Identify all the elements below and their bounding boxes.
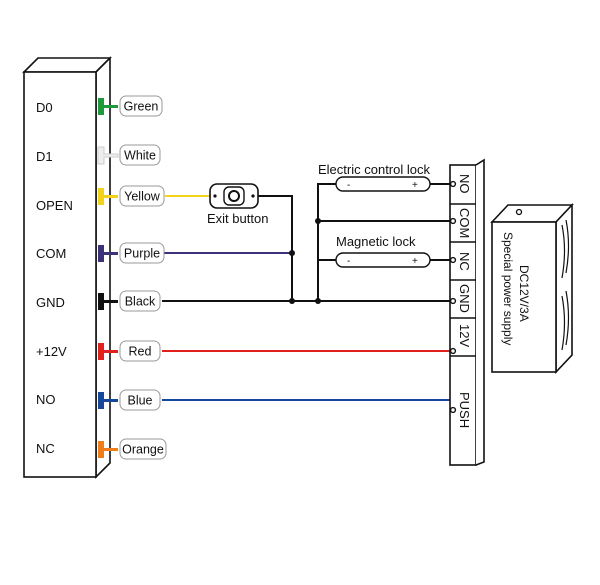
power-supply-rating: DC12V/3A [517, 265, 531, 322]
psu-terminal-nc: NC [457, 252, 472, 271]
exit-button [209, 183, 259, 209]
connector-purple [98, 245, 118, 262]
psu-terminal-no: NO [457, 174, 472, 194]
electric-lock-plus: + [412, 180, 418, 191]
magnetic-lock-label: Magnetic lock [336, 234, 416, 249]
wire-label-black: Black [119, 290, 161, 312]
lock-minus-wire [317, 259, 336, 301]
wire-label-text-purple: Purple [124, 247, 160, 261]
terminal-label-d0: D0 [36, 100, 53, 115]
wire-label-text-black: Black [125, 295, 156, 309]
wire-label-text-green: Green [124, 100, 159, 114]
connector-red [98, 343, 118, 360]
terminal-label-no: NO [36, 392, 56, 407]
connector-blue [98, 392, 118, 409]
magnetic-lock [335, 252, 431, 268]
terminal-label-nc: NC [36, 441, 55, 456]
terminal-block [449, 158, 485, 466]
exit-button-label: Exit button [207, 211, 268, 226]
terminal-label-open: OPEN [36, 198, 73, 213]
wire-label-yellow: Yellow [119, 185, 165, 207]
com-junction [315, 218, 321, 224]
magnetic-lock-minus: - [347, 256, 350, 267]
terminal-label-12v: +12V [36, 344, 67, 359]
electric-lock-label: Electric control lock [318, 162, 430, 177]
wire-label-text-yellow: Yellow [124, 190, 161, 204]
terminal-label-gnd: GND [36, 295, 65, 310]
wire-label-text-blue: Blue [127, 394, 152, 408]
psu-terminal-gnd: GND [457, 284, 472, 313]
power-supply-name: Special power supply [501, 232, 515, 345]
terminal-label-com: COM [36, 246, 66, 261]
wire-label-text-orange: Orange [122, 443, 164, 457]
connector-white [97, 146, 119, 165]
wire-label-green: Green [119, 95, 163, 117]
exit-button-wire [258, 195, 293, 301]
terminal-screws [449, 180, 457, 414]
wire-label-orange: Orange [119, 438, 167, 460]
wire-label-text-red: Red [129, 345, 152, 359]
psu-terminal-push: PUSH [457, 392, 472, 428]
electric-control-lock [335, 176, 431, 192]
lock-bus-wire [317, 183, 336, 260]
controller-box [22, 56, 112, 479]
wire-label-white: White [119, 144, 161, 166]
terminal-label-d1: D1 [36, 149, 53, 164]
wire-label-text-white: White [124, 149, 156, 163]
purple-junction [289, 250, 295, 256]
wire-label-purple: Purple [119, 242, 165, 264]
connector-yellow [98, 188, 118, 205]
wire-label-blue: Blue [119, 389, 161, 411]
connector-orange [98, 441, 118, 458]
power-supply-box [490, 202, 574, 375]
connector-black [98, 293, 118, 310]
electric-lock-minus: - [347, 180, 350, 191]
psu-terminal-12v: 12V [457, 324, 472, 347]
magnetic-lock-plus: + [412, 256, 418, 267]
psu-terminal-com: COM [457, 208, 472, 238]
wire-label-red: Red [119, 340, 161, 362]
connector-green [98, 98, 118, 115]
gnd-junction-1 [289, 298, 295, 304]
